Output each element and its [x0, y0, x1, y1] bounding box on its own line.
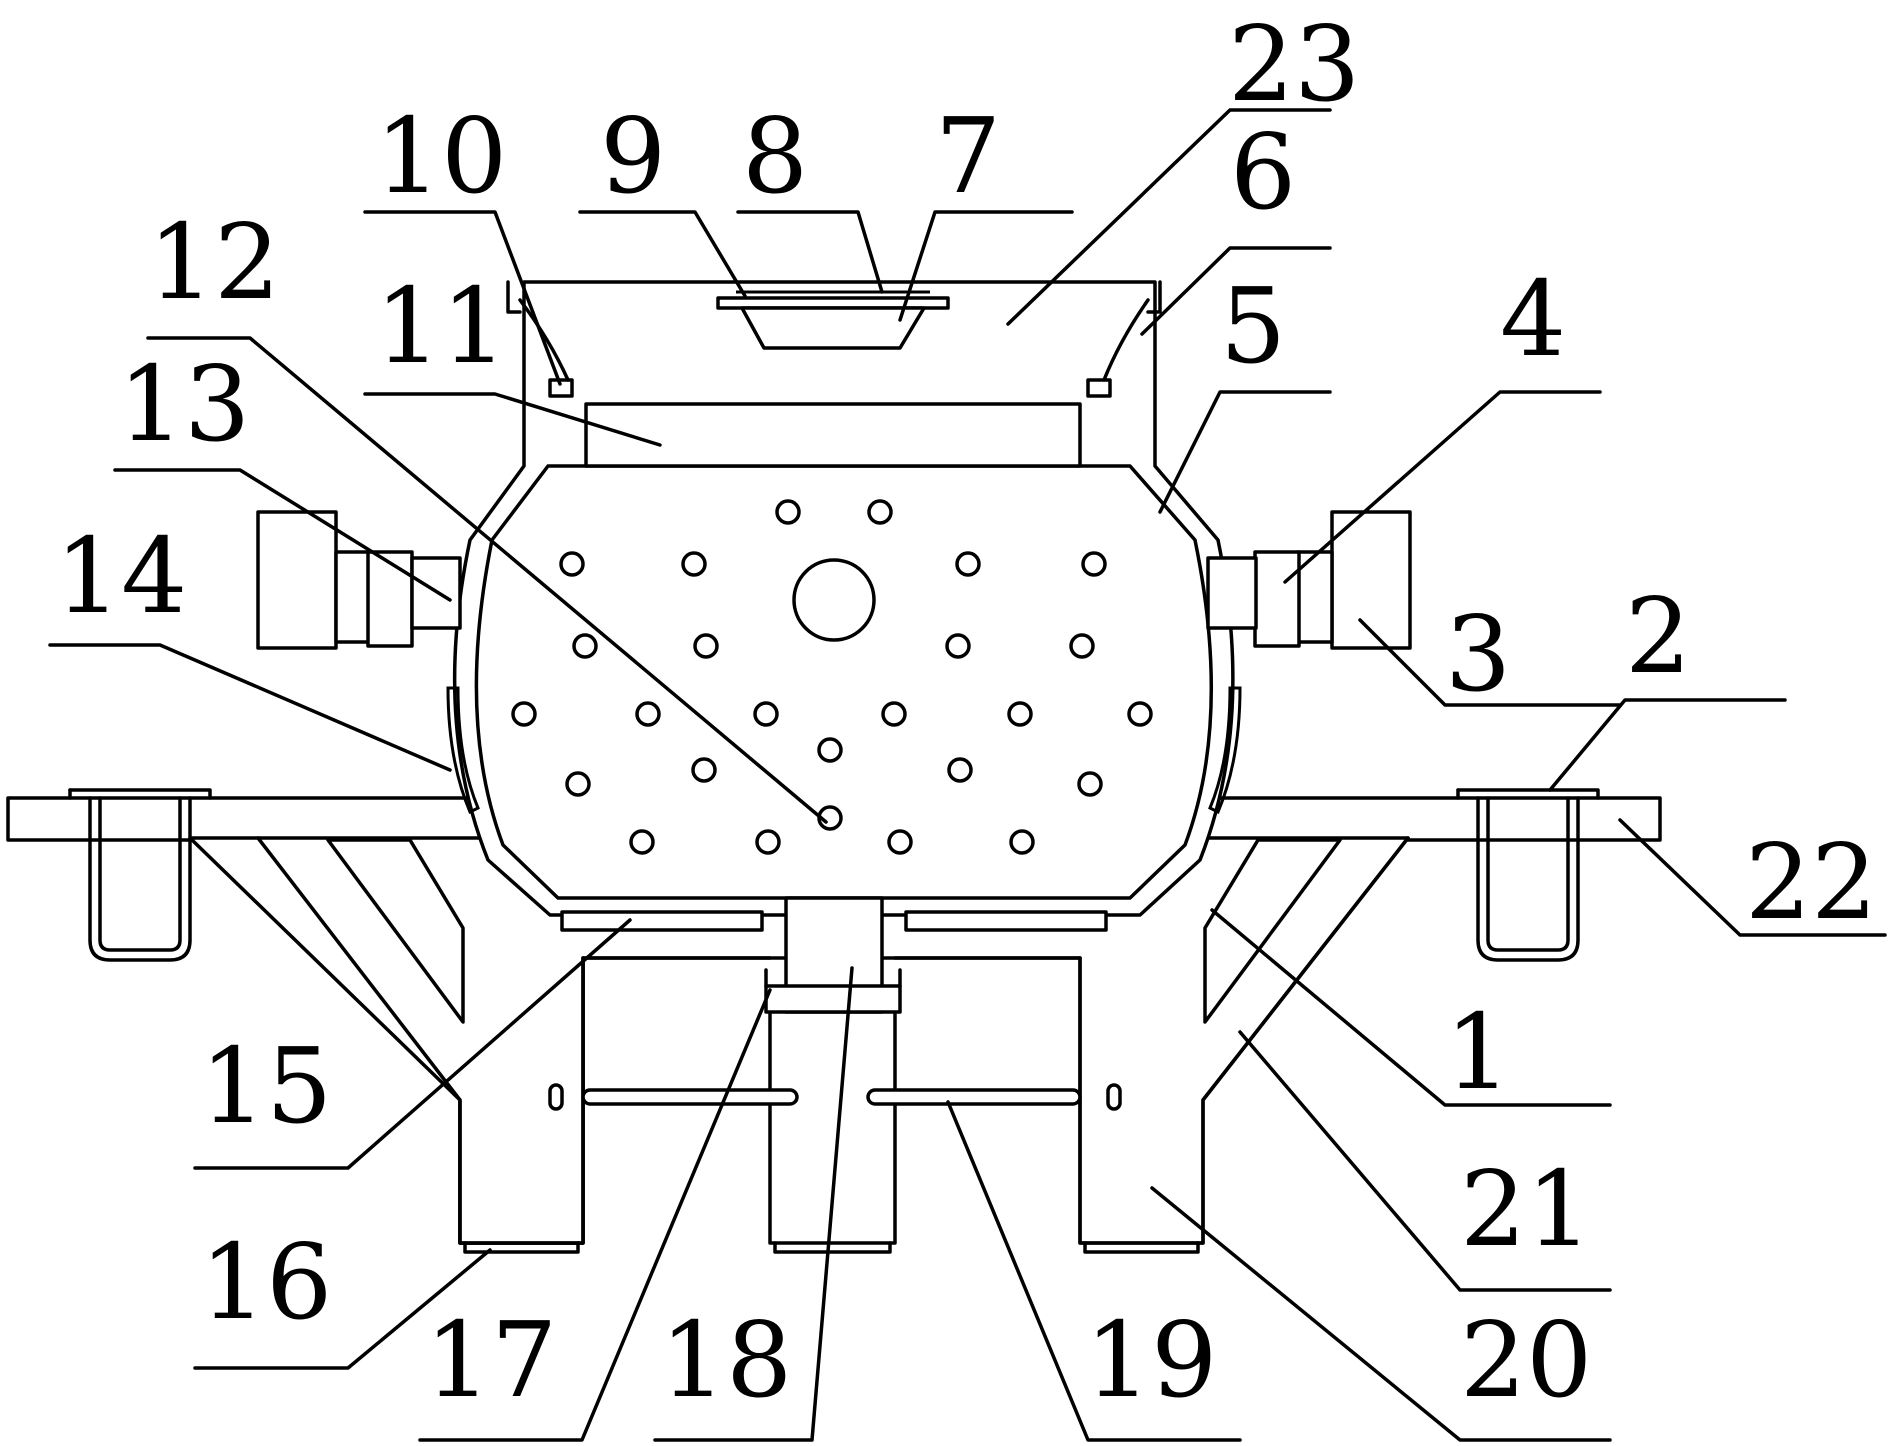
leader-line-5 — [1158, 390, 1332, 514]
leader-line-3 — [1358, 618, 1622, 707]
leader-line-17 — [418, 988, 772, 1442]
reference-numeral-20: 20 — [1460, 1299, 1592, 1421]
leader-line-14 — [48, 643, 452, 772]
leader-line-1 — [1210, 908, 1612, 1107]
leader-line-12 — [146, 336, 828, 824]
reference-numeral-15: 15 — [200, 1025, 332, 1147]
leader-line-18 — [653, 966, 854, 1442]
leader-line-20 — [1150, 1186, 1612, 1442]
reference-numeral-13: 13 — [118, 343, 250, 465]
drum-hole — [1007, 701, 1033, 727]
reference-numeral-12: 12 — [148, 201, 280, 323]
central-hole — [792, 558, 876, 642]
reference-numeral-22: 22 — [1745, 821, 1877, 943]
leader-line-6 — [1140, 246, 1332, 336]
drum-hole — [691, 757, 717, 783]
leader-line-7 — [898, 210, 1074, 322]
drum-hole — [945, 633, 971, 659]
frame-legs — [188, 836, 1410, 1254]
reference-numeral-19: 19 — [1085, 1299, 1217, 1421]
drum-hole — [681, 551, 707, 577]
leader-line-9 — [578, 210, 747, 298]
leader-line-22 — [1618, 818, 1887, 937]
leader-line-11 — [363, 392, 662, 447]
side-cups — [68, 788, 1600, 962]
bottom-outlet — [560, 896, 1108, 1014]
reference-numeral-4: 4 — [1500, 258, 1566, 380]
side-rails — [446, 686, 1242, 815]
reference-numeral-11: 11 — [375, 265, 507, 387]
top-chamber — [506, 280, 1162, 468]
leader-line-16 — [193, 1248, 492, 1370]
leader-line-13 — [113, 468, 452, 602]
reference-numeral-9: 9 — [600, 95, 666, 217]
leader-lines — [48, 108, 1887, 1442]
drum-hole — [1077, 771, 1103, 797]
reference-numeral-5: 5 — [1220, 265, 1286, 387]
reference-numeral-18: 18 — [660, 1299, 792, 1421]
inner-drum — [474, 464, 1214, 900]
drum-hole — [955, 551, 981, 577]
reference-numeral-14: 14 — [55, 515, 187, 637]
reference-numeral-6: 6 — [1230, 111, 1296, 233]
leader-line-15 — [193, 918, 632, 1170]
drum-hole — [775, 499, 801, 525]
drum-hole — [817, 737, 843, 763]
drum-hole — [947, 757, 973, 783]
drum-hole — [693, 633, 719, 659]
reference-numeral-21: 21 — [1460, 1148, 1592, 1270]
reference-numeral-2: 2 — [1625, 575, 1691, 697]
reference-numeral-17: 17 — [425, 1299, 557, 1421]
top-lid — [716, 290, 950, 350]
drum-hole — [753, 701, 779, 727]
drum-hole — [565, 771, 591, 797]
drum-hole — [635, 701, 661, 727]
drum-hole — [511, 701, 537, 727]
motors — [256, 510, 1412, 650]
drum-hole — [755, 829, 781, 855]
leader-line-10 — [363, 210, 562, 386]
drum-hole — [1081, 551, 1107, 577]
drum-hole — [1009, 829, 1035, 855]
reference-numeral-8: 8 — [742, 95, 808, 217]
drum-hole — [1069, 633, 1095, 659]
leader-line-8 — [736, 210, 884, 294]
drum-hole — [572, 633, 598, 659]
leader-line-2 — [1548, 698, 1787, 792]
reference-numeral-23: 23 — [1228, 3, 1360, 125]
drum-hole — [867, 499, 893, 525]
leader-line-21 — [1238, 1030, 1612, 1292]
leader-line-19 — [946, 1100, 1242, 1442]
reference-numeral-16: 16 — [200, 1221, 332, 1343]
drum-hole — [881, 701, 907, 727]
reference-numeral-3: 3 — [1445, 593, 1511, 715]
reference-numeral-1: 1 — [1445, 991, 1511, 1113]
drum-hole — [887, 829, 913, 855]
drum-hole — [629, 829, 655, 855]
drum-hole — [1127, 701, 1153, 727]
leader-line-23 — [1006, 108, 1332, 326]
leader-line-4 — [1283, 390, 1602, 584]
reference-numeral-7: 7 — [935, 95, 1001, 217]
drum-hole — [559, 551, 585, 577]
reference-numeral-10: 10 — [375, 95, 507, 217]
